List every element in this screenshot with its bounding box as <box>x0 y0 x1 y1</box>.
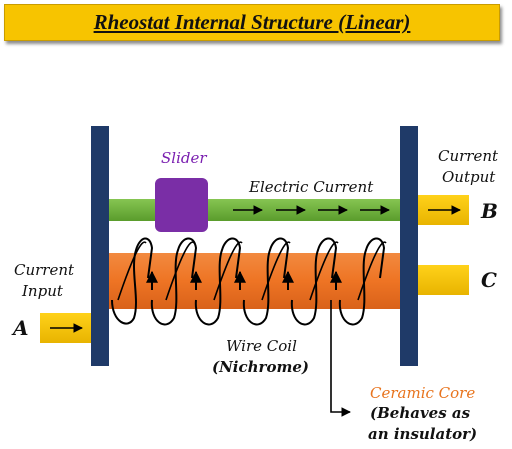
ceramic-core-note-2: an insulator) <box>368 425 477 443</box>
wire-coil <box>111 237 386 326</box>
ceramic-core-note-1: (Behaves as <box>370 404 471 422</box>
ceramic-core-label: Ceramic Core <box>370 384 475 402</box>
coil-direction-arrows <box>146 270 342 290</box>
current-output-label-1: Current <box>438 147 499 165</box>
left-post <box>91 126 109 366</box>
terminal-c-label: C <box>481 268 497 292</box>
terminal-a-label: A <box>11 316 29 340</box>
wire-coil-back <box>117 241 387 301</box>
slider-label: Slider <box>161 149 207 167</box>
slider[interactable] <box>155 178 208 232</box>
terminal-c-block <box>418 265 469 295</box>
current-output-label-2: Output <box>442 168 496 186</box>
current-input-label-2: Input <box>21 282 64 300</box>
right-post <box>400 126 418 366</box>
terminal-b-label: B <box>480 199 498 223</box>
ceramic-core-pointer <box>330 300 351 417</box>
diagram-title: Rheostat Internal Structure (Linear) <box>93 10 411 34</box>
wire-coil-label: Wire Coil <box>226 337 297 355</box>
electric-current-label: Electric Current <box>248 178 374 196</box>
title-bar: Rheostat Internal Structure (Linear) <box>4 4 500 41</box>
nichrome-label: (Nichrome) <box>212 358 309 376</box>
current-input-label-1: Current <box>14 261 75 279</box>
